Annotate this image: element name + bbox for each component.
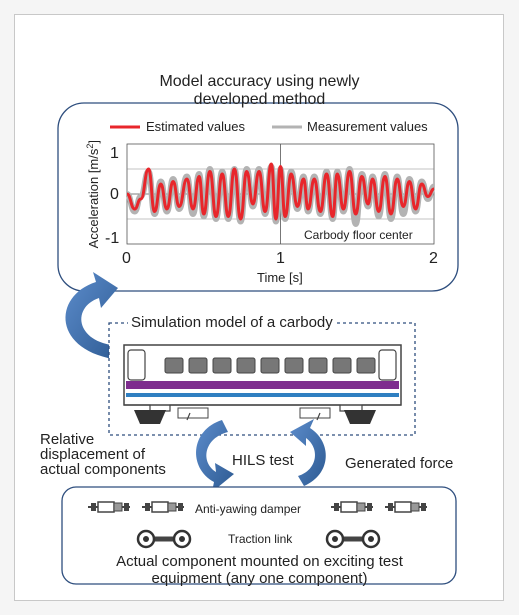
car-window — [284, 357, 304, 374]
bogie-right — [344, 410, 376, 424]
anti-yawing-damper-3 — [331, 501, 373, 513]
y-tick-1: 1 — [110, 145, 119, 162]
carbody-drawing — [123, 344, 402, 424]
car-window — [236, 357, 256, 374]
chart-title-line1: Model accuracy using newly — [159, 73, 360, 90]
y-axis-label: Acceleration [m/s2] — [84, 139, 102, 249]
relative-displacement-label: Relative displacement of actual componen… — [40, 431, 166, 478]
feedback-arrow — [65, 272, 122, 360]
y-tick-neg1: -1 — [105, 230, 120, 247]
series-layer — [125, 162, 436, 227]
car-window — [332, 357, 352, 374]
damper-label: Anti-yawing damper — [195, 502, 302, 516]
x-tick-1: 1 — [276, 250, 285, 267]
legend-measured-label: Measurement values — [307, 119, 428, 134]
traction-link-right — [325, 529, 381, 549]
car-window — [188, 357, 208, 374]
displacement-arrow — [196, 420, 234, 492]
traction-link-left — [136, 529, 192, 549]
car-window — [356, 357, 376, 374]
bogie-link-right — [316, 412, 321, 421]
hils-test-label: HILS test — [232, 452, 294, 469]
component-caption: Actual component mounted on exciting tes… — [116, 553, 403, 587]
x-tick-0: 0 — [122, 250, 131, 267]
chart-annotation: Carbody floor center — [304, 228, 413, 242]
legend-estimated-label: Estimated values — [146, 119, 245, 134]
car-underfloor — [124, 404, 401, 412]
generated-force-label: Generated force — [345, 455, 454, 472]
car-door-right — [378, 349, 397, 381]
traction-link-label: Traction link — [228, 532, 293, 546]
x-axis-label: Time [s] — [257, 270, 303, 285]
carbody-box-label: Simulation model of a carbody — [128, 314, 336, 331]
car-door-left — [127, 349, 146, 381]
anti-yawing-damper-4 — [385, 501, 427, 513]
x-tick-2: 2 — [429, 250, 438, 267]
car-window — [212, 357, 232, 374]
car-blue-stripe — [126, 393, 399, 397]
car-window — [260, 357, 280, 374]
car-window — [164, 357, 184, 374]
y-tick-0: 0 — [110, 186, 119, 203]
car-underfloor-equipment — [177, 407, 209, 419]
force-arrow — [290, 419, 326, 486]
series-estimated-line — [126, 162, 435, 221]
bogie-left — [134, 410, 166, 424]
car-window — [308, 357, 328, 374]
car-underfloor-equipment-2 — [299, 407, 331, 419]
anti-yawing-damper-2 — [142, 501, 184, 513]
car-purple-stripe — [126, 381, 399, 389]
bogie-link-left — [186, 412, 191, 421]
plot-area — [125, 143, 436, 245]
chart-title-line2: developed method — [193, 91, 326, 108]
anti-yawing-damper-1 — [88, 501, 130, 513]
